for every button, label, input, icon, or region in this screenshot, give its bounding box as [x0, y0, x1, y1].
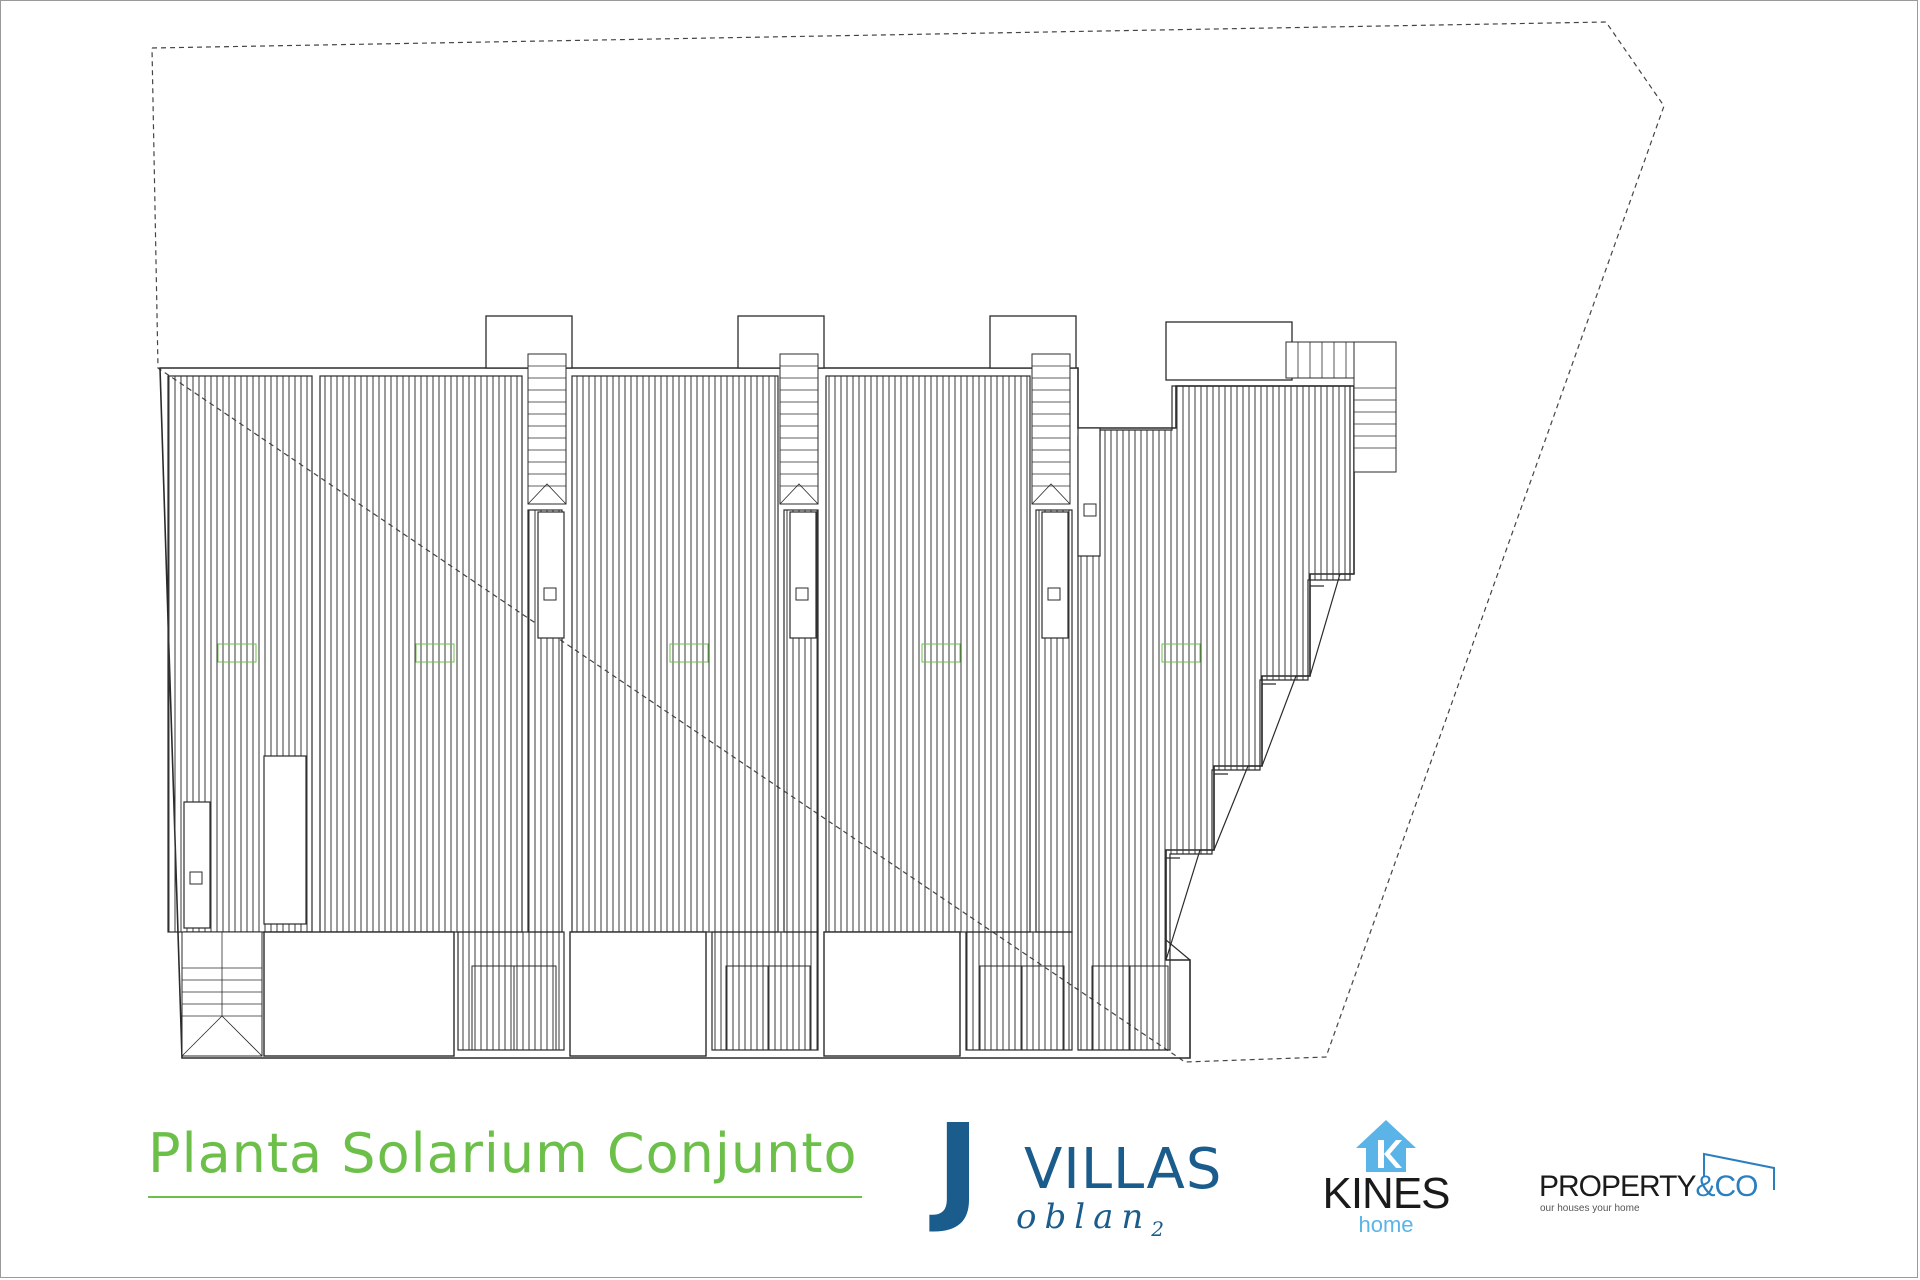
property-tagline: our houses your home [1540, 1203, 1640, 1214]
villas-sub-mark: 2 [1151, 1216, 1173, 1241]
planters [471, 965, 1169, 1051]
deck-unit-3 [571, 375, 779, 933]
stair-treads [181, 342, 1396, 1057]
deck-unit-4b [965, 931, 1073, 1051]
terrace-2 [569, 931, 707, 1057]
shafts [183, 427, 1101, 929]
stair-tower-4 [1165, 321, 1293, 381]
deck-unit-4 [825, 375, 1031, 933]
kines-home-logo: KINES home [1316, 1118, 1456, 1236]
vent-symbols [189, 503, 1097, 885]
property-name-main: PROPERTY [1539, 1170, 1696, 1203]
drawing-title: Planta Solarium Conjunto [148, 1122, 862, 1198]
deck-areas [167, 375, 1351, 1051]
villas-joblan-logo: J VILLAS oblan2 [936, 1098, 1221, 1239]
kines-tagline: home [1358, 1212, 1414, 1237]
roof-outline-icon [1703, 1152, 1775, 1190]
room-labels [217, 643, 1201, 663]
kines-name: KINES [1322, 1169, 1450, 1218]
villas-sub-text: oblan [1016, 1197, 1152, 1237]
stair-towers [485, 315, 1293, 381]
villas-mark: J [936, 1098, 980, 1236]
villas-sub: oblan2 [1016, 1200, 1172, 1239]
property-name: PROPERTY&CO [1539, 1170, 1759, 1203]
deck-unit-5 [1077, 385, 1351, 1051]
terrace-3 [823, 931, 961, 1057]
property-name-suffix: &CO [1695, 1170, 1759, 1203]
property-co-logo: PROPERTY&CO our houses your home [1538, 1150, 1788, 1220]
house-k-icon [1356, 1120, 1416, 1172]
deck-unit-2b [457, 931, 565, 1051]
deck-unit-2 [319, 375, 523, 933]
terraces [263, 931, 961, 1057]
stepped-facade [1165, 573, 1354, 961]
plot-boundary [151, 21, 1665, 1063]
deck-unit-3b [711, 931, 819, 1051]
terrace-1 [263, 931, 455, 1057]
villas-word: VILLAS [1024, 1137, 1223, 1202]
